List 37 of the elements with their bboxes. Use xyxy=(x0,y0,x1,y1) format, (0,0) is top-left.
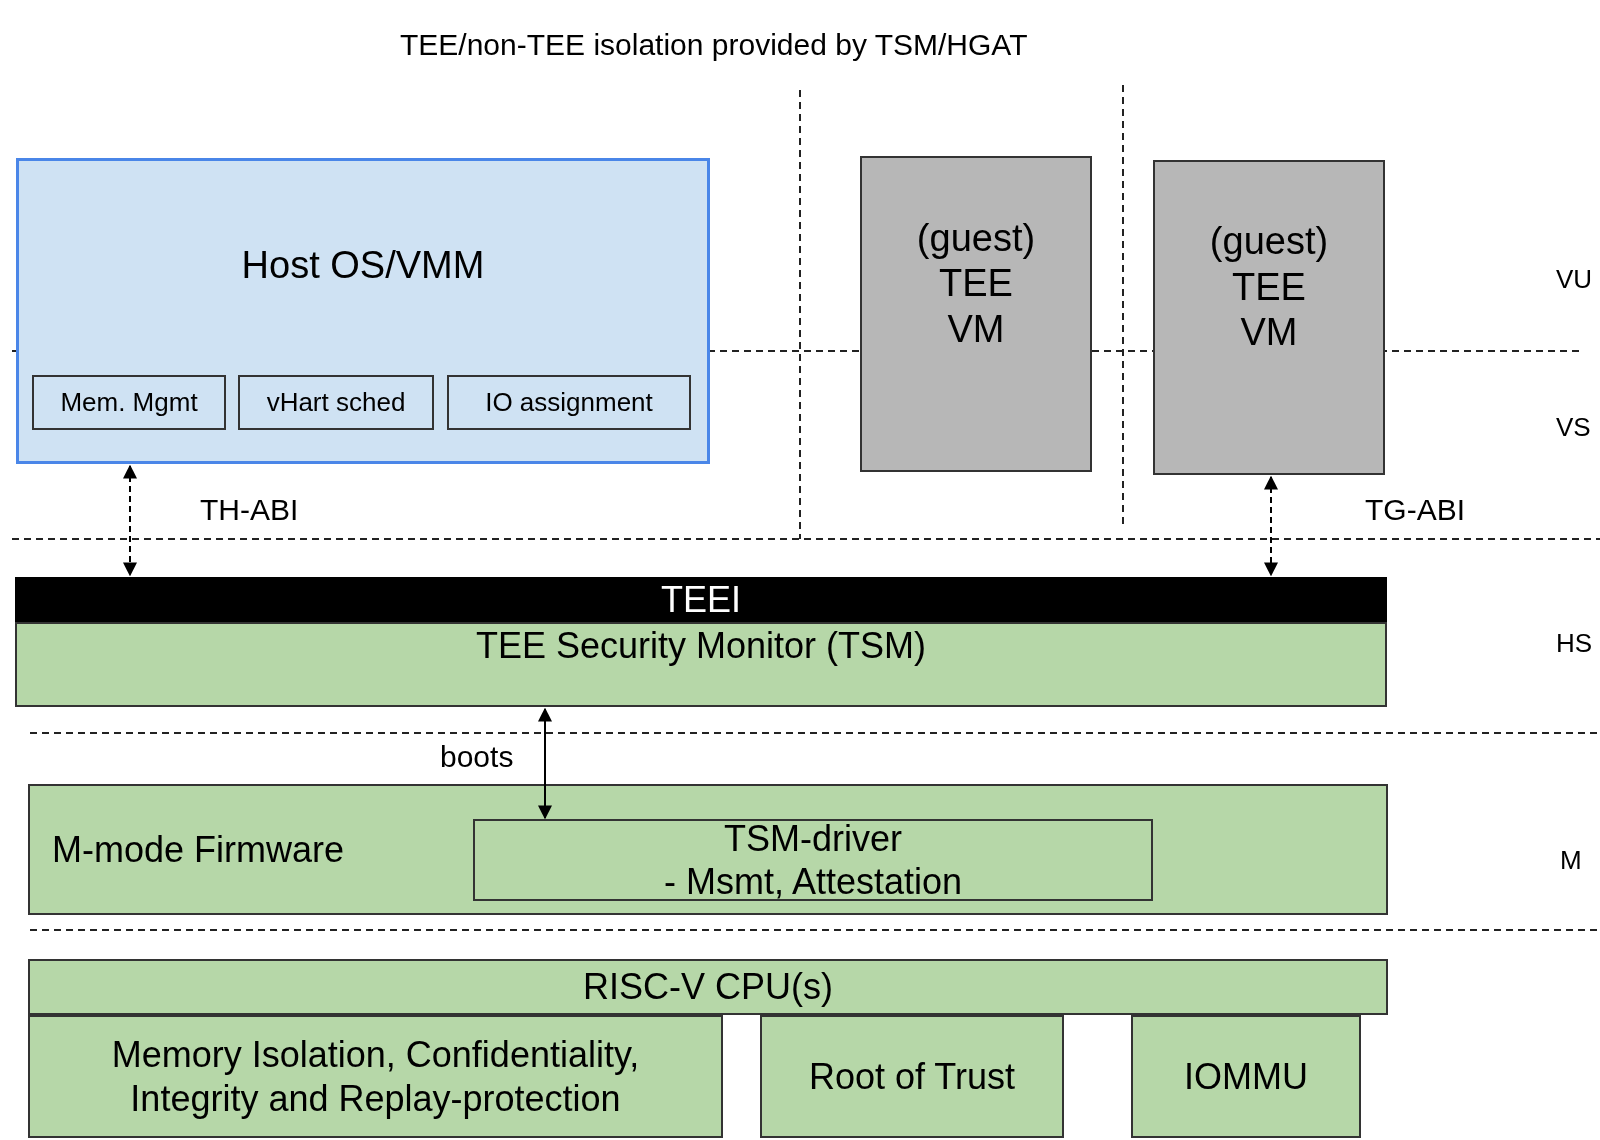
box-label: TEE Security Monitor (TSM) xyxy=(475,624,927,668)
monitor-box xyxy=(15,622,1387,707)
feature-box xyxy=(28,1015,723,1138)
box-label: TEEI xyxy=(661,577,741,622)
component-box xyxy=(447,375,691,430)
box-label: TSM-driver xyxy=(724,816,902,860)
arrow xyxy=(1264,475,1278,577)
arrow xyxy=(123,464,137,577)
box-label: Host OS/VMM xyxy=(241,243,485,289)
component-box xyxy=(238,375,434,430)
box-label: M-mode Firmware xyxy=(52,827,345,872)
component-box xyxy=(32,375,226,430)
feature-box xyxy=(1131,1015,1361,1138)
arrow xyxy=(538,707,552,820)
box-label: IO assignment xyxy=(485,386,653,419)
box-label: - Msmt, Attestation xyxy=(663,860,963,904)
firmware-box xyxy=(28,784,1388,915)
title: TEE/non-TEE isolation provided by TSM/HGAT xyxy=(400,28,1028,62)
vm-box xyxy=(860,156,1092,472)
cpu-box xyxy=(28,959,1388,1015)
box-label: (guest) TEE VM xyxy=(1208,219,1330,356)
interface-band xyxy=(15,577,1387,622)
box-label: Memory Isolation, Confidentiality, Integrity and Replay-protection xyxy=(110,1033,641,1120)
layer-label: VU xyxy=(1556,264,1593,295)
box-label: Root of Trust xyxy=(808,1054,1016,1099)
box-label: (guest) TEE VM xyxy=(915,215,1037,352)
box-label: RISC-V CPU(s) xyxy=(583,965,833,1009)
layer-label: VS xyxy=(1556,412,1591,443)
feature-box xyxy=(760,1015,1064,1138)
driver-box xyxy=(473,819,1153,901)
box-label: IOMMU xyxy=(1184,1054,1308,1099)
layer-label: M xyxy=(1560,845,1582,876)
host-box xyxy=(16,158,710,464)
box-label: Mem. Mgmt xyxy=(60,386,198,419)
vm-box xyxy=(1153,160,1385,475)
layer-label: HS xyxy=(1556,628,1593,659)
box-label: vHart sched xyxy=(266,386,406,419)
